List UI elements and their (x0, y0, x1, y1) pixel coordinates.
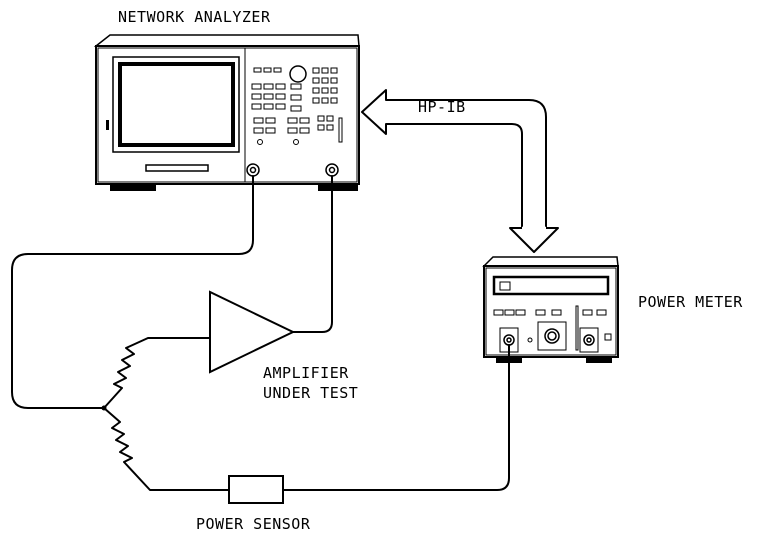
network-analyzer-screen-bezel (112, 56, 240, 153)
power-sensor-label: POWER SENSOR (196, 515, 311, 533)
power-sensor: POWER SENSOR (196, 475, 311, 533)
network-analyzer: NETWORK ANALYZER (93, 8, 360, 191)
amplifier-label-line2: UNDER TEST (263, 384, 358, 402)
amplifier-under-test: AMPLIFIER UNDER TEST (209, 290, 358, 402)
cable-port1-to-splitter (11, 175, 254, 409)
network-analyzer-label: NETWORK ANALYZER (118, 8, 271, 26)
network-analyzer-top (93, 34, 360, 47)
network-analyzer-keypad (251, 67, 343, 145)
power-meter-ref-port (579, 327, 599, 353)
power-meter-keys (493, 305, 612, 351)
power-meter-foot-right (586, 357, 612, 363)
network-analyzer-port-1 (246, 163, 260, 177)
power-meter-body (483, 265, 619, 358)
hpib-bus-arrow: HP-IB (361, 89, 559, 253)
network-analyzer-disk-slot (145, 164, 209, 172)
network-analyzer-screen (118, 62, 235, 147)
cable-port2-to-amplifier (292, 175, 333, 333)
power-meter-display (492, 275, 610, 296)
power-meter-top (482, 256, 619, 267)
network-analyzer-foot-right (318, 184, 358, 191)
power-meter: POWER METER (482, 256, 743, 363)
network-analyzer-body (95, 45, 360, 185)
power-meter-knob (537, 321, 567, 351)
power-sensor-body (228, 475, 284, 504)
network-analyzer-knob (289, 65, 307, 83)
power-meter-label: POWER METER (638, 293, 743, 311)
cable-sensor-to-power-meter (282, 344, 510, 491)
amplifier-symbol (209, 290, 296, 374)
network-analyzer-port-2 (325, 163, 339, 177)
power-splitter (101, 337, 230, 491)
hpib-label: HP-IB (418, 98, 466, 116)
network-analyzer-foot-left (110, 184, 156, 191)
amplifier-label-line1: AMPLIFIER (263, 364, 349, 382)
